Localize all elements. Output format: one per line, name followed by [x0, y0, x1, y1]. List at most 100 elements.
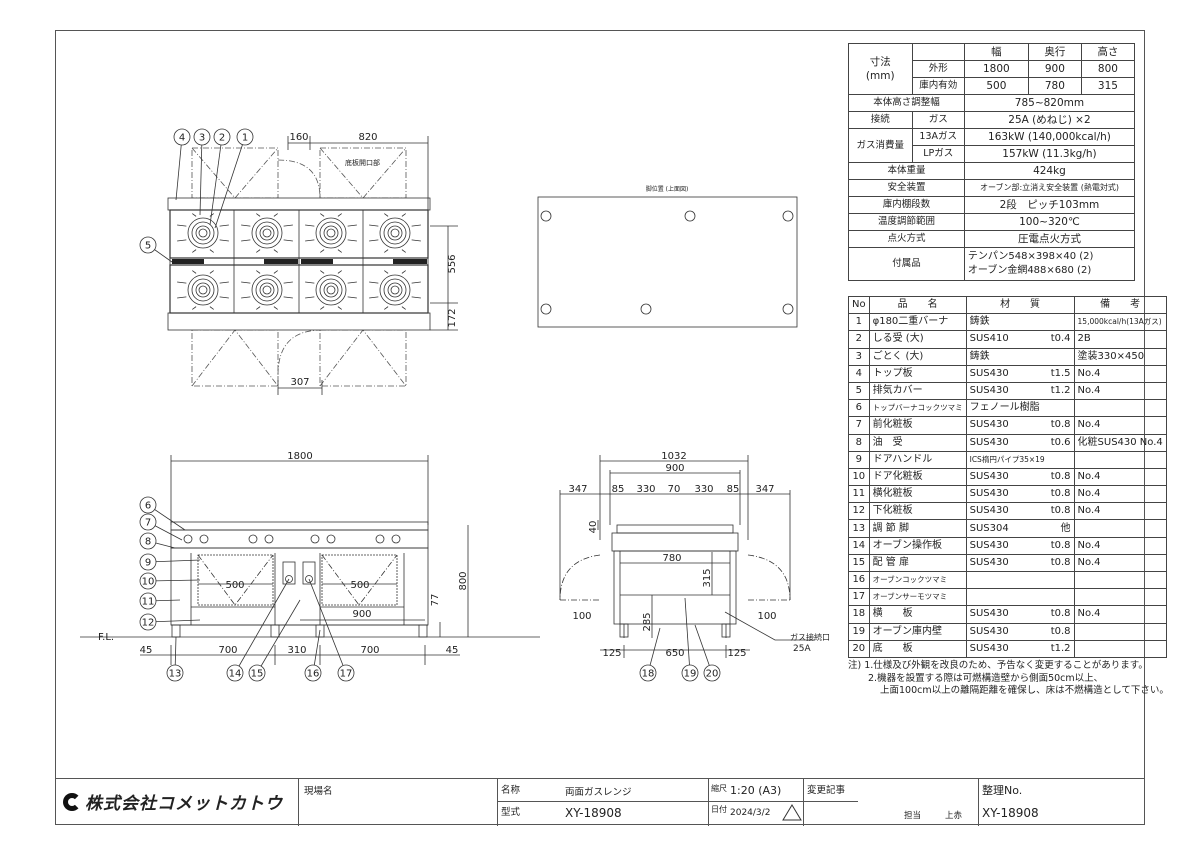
part-balloon: 1	[214, 128, 254, 229]
dim-125-right: 125	[727, 648, 746, 659]
part-name: ごとく (大)	[868, 347, 967, 366]
part-no: 14	[848, 536, 870, 555]
part-note	[1073, 450, 1167, 469]
gas-inlet-size: 25A	[793, 644, 811, 654]
dim-70: 70	[668, 484, 681, 495]
part-material	[965, 588, 1048, 607]
knob-icon	[310, 534, 320, 544]
dim-height-800: 800	[458, 571, 469, 590]
dim-85-left: 85	[612, 484, 625, 495]
row-label: 付属品	[848, 247, 965, 281]
balloon-number: 17	[340, 669, 353, 680]
cell: 1800	[963, 60, 1029, 78]
foot-marks	[540, 210, 794, 315]
floor-line-label: F.L.	[98, 632, 114, 643]
part-material: SUS430	[965, 605, 1048, 624]
part-name: 油 受	[868, 433, 967, 452]
part-note: No.4	[1073, 467, 1167, 487]
burner-icon	[369, 270, 421, 310]
dim-556: 556	[447, 254, 458, 273]
person-value: 上赤	[945, 811, 963, 821]
row-label: 本体高さ調整幅	[848, 94, 965, 112]
row-sublabel: ガス	[911, 111, 965, 129]
cell: 157kW (11.3kg/h)	[963, 145, 1136, 163]
part-balloon: 2	[209, 128, 231, 226]
cell: 2段 ピッチ103mm	[963, 196, 1136, 214]
knob-icon	[248, 534, 258, 544]
part-note: No.4	[1073, 364, 1167, 383]
balloon-number: 11	[142, 597, 155, 608]
col-width: 幅	[963, 43, 1029, 61]
part-thickness: t0.8	[1047, 467, 1075, 487]
dim-347-left: 347	[568, 484, 587, 495]
row-label: 外形	[911, 60, 965, 78]
part-note: 化粧SUS430 No.4	[1073, 433, 1167, 452]
part-material: SUS430	[965, 364, 1048, 383]
dim-77: 77	[430, 594, 441, 607]
dimension-label: 寸法(mm)	[848, 43, 913, 95]
part-thickness: t0.8	[1047, 605, 1075, 624]
part-material: ICS楕円パイプ35×19	[965, 450, 1048, 469]
dim-side-900: 900	[665, 463, 684, 474]
part-material: SUS430	[965, 433, 1048, 452]
part-balloon: 10	[139, 572, 201, 590]
knob-icon	[391, 534, 401, 544]
part-note: 2B	[1073, 330, 1167, 349]
part-no: 11	[848, 485, 870, 504]
dim-780: 780	[662, 553, 681, 564]
row-sublabel: LPガス	[911, 145, 965, 163]
part-no: 1	[848, 313, 870, 332]
part-material: 鋳鉄	[965, 313, 1048, 332]
knob-icon	[375, 534, 385, 544]
burner-icon	[305, 213, 357, 253]
change-label: 変更記事	[807, 785, 846, 796]
part-balloon: 14	[226, 578, 290, 682]
row-label: ガス消費量	[848, 128, 913, 163]
knob-icon	[264, 534, 274, 544]
part-name: オーブンサーモツマミ	[868, 588, 967, 607]
dim-40: 40	[588, 521, 599, 534]
part-note: No.4	[1073, 553, 1167, 573]
part-note: No.4	[1073, 416, 1167, 435]
balloon-number: 3	[199, 133, 205, 144]
dim-347-right: 347	[755, 484, 774, 495]
part-thickness: t0.8	[1047, 553, 1075, 573]
notes: 注) 1.仕様及び外観を改良のため、予告なく変更することがあります。 2.機器を…	[848, 660, 1169, 698]
dim-100-right: 100	[757, 611, 776, 622]
dim-oven-500-left: 500	[225, 580, 244, 591]
rear-flange	[167, 197, 431, 211]
cell: オーブン部:立消え安全装置 (熱電対式)	[963, 179, 1136, 197]
note-3: 上面100cm以上の離隔距離を確保し、床は不燃構造として下さい。	[880, 685, 1169, 696]
model-number: XY-18908	[565, 806, 622, 820]
blank-cell	[911, 43, 965, 61]
part-material: SUS430	[965, 416, 1048, 435]
part-material: SUS430	[965, 536, 1048, 555]
part-note	[1073, 399, 1167, 418]
part-note: No.4	[1073, 536, 1167, 555]
part-name: オーブン操作板	[868, 536, 967, 555]
cell: 800	[1080, 60, 1136, 78]
part-thickness: t0.4	[1047, 330, 1075, 349]
part-no: 17	[848, 588, 870, 607]
part-note: 塗装330×450	[1073, 347, 1167, 366]
part-balloon: 5	[139, 236, 173, 263]
part-name: 横 板	[868, 605, 967, 624]
cell: 163kW (140,000kcal/h)	[963, 128, 1136, 146]
knob-icon	[183, 534, 193, 544]
leg-icon	[171, 624, 181, 638]
part-note: 15,000kcal/h(13Aガス)	[1073, 313, 1167, 332]
cell: 500	[963, 77, 1029, 95]
leg-icon	[418, 624, 428, 638]
balloon-number: 9	[145, 558, 151, 569]
part-thickness: t0.8	[1047, 416, 1075, 435]
part-material: SUS304	[965, 519, 1048, 538]
part-name: 調 節 脚	[868, 519, 967, 538]
part-thickness	[1047, 399, 1075, 418]
part-material: SUS430	[965, 467, 1048, 487]
part-balloon: 20	[694, 624, 721, 682]
part-thickness: t1.5	[1047, 364, 1075, 383]
